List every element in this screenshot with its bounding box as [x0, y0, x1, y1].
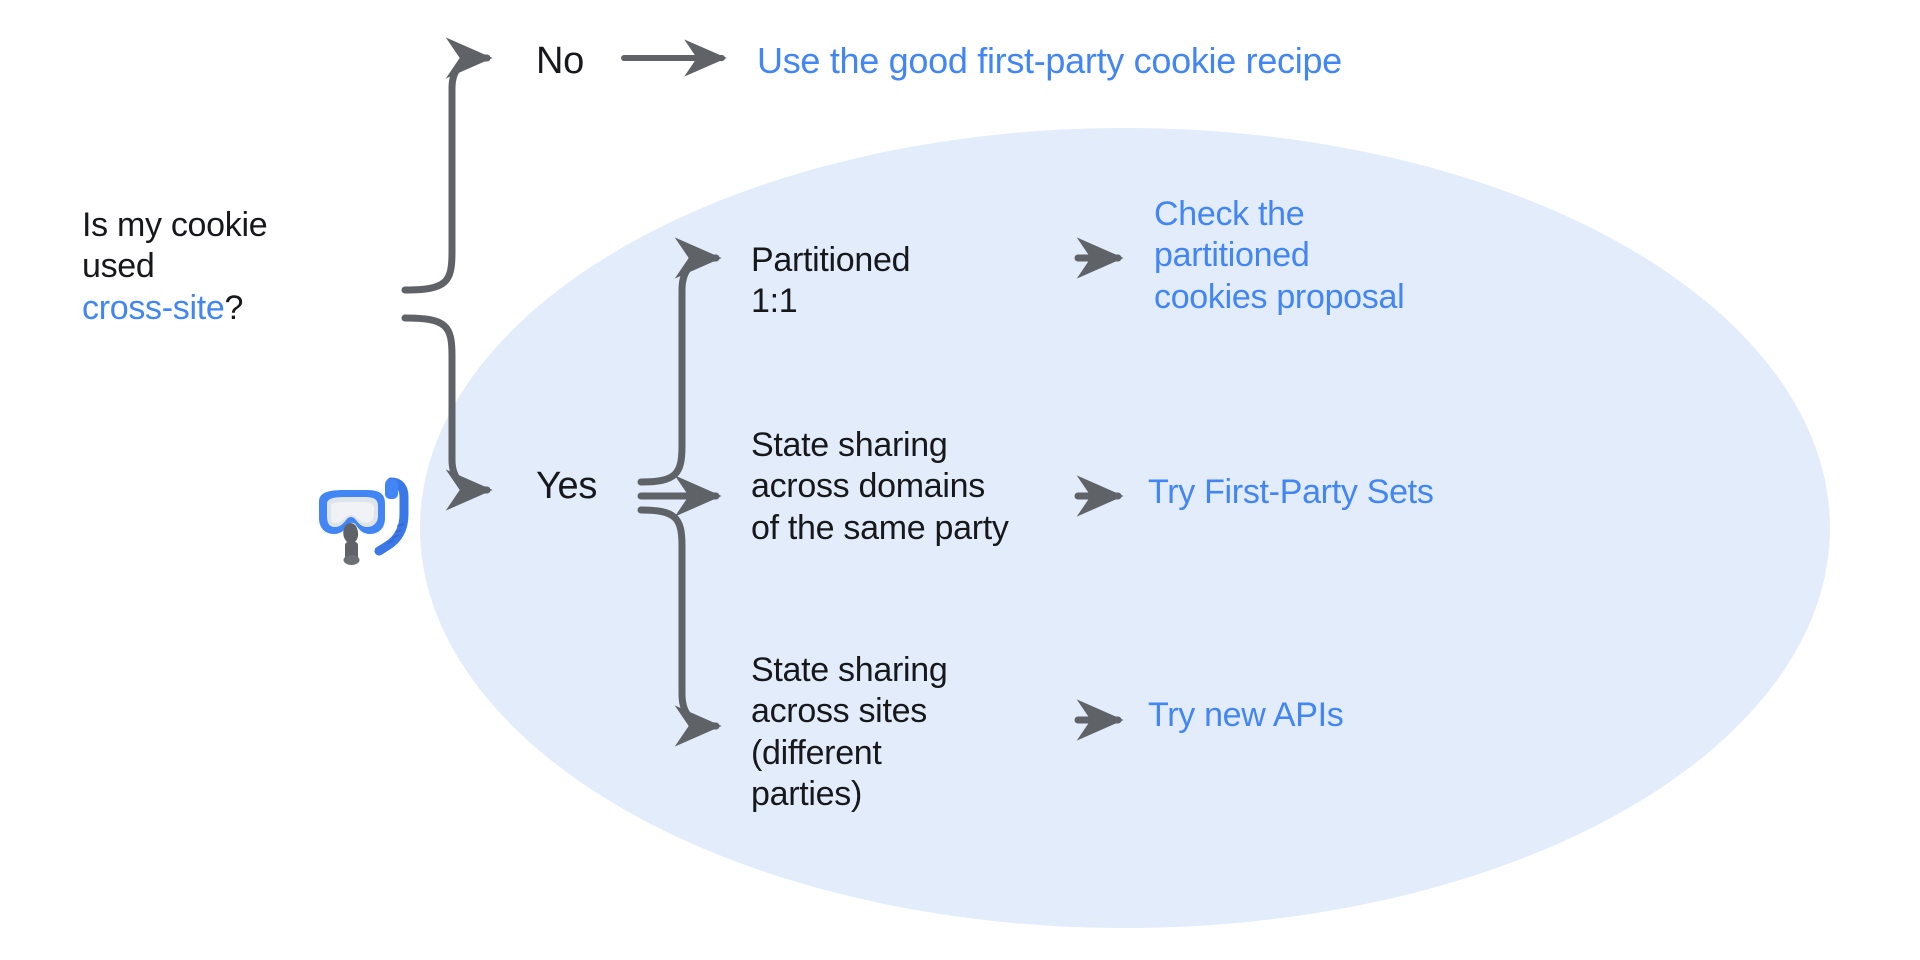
outcome-partitioned[interactable]: Check the partitioned cookies proposal	[1154, 195, 1405, 316]
question-line-1: Is my cookie	[82, 206, 268, 244]
diving-mask-emoji	[305, 466, 415, 576]
branch-label-no: No	[536, 40, 584, 82]
question-suffix: ?	[224, 288, 244, 327]
question-highlight-term[interactable]: cross-site	[82, 288, 225, 327]
highlight-ellipse	[420, 128, 1830, 928]
option-partitioned: Partitioned 1:1	[751, 241, 911, 321]
option-state-sharing-domains: State sharing across domains of the same…	[751, 426, 1009, 547]
outcome-new-apis[interactable]: Try new APIs	[1148, 696, 1344, 734]
outcome-no[interactable]: Use the good first-party cookie recipe	[757, 40, 1342, 81]
question-line-2: used	[82, 247, 155, 286]
option-state-sharing-sites: State sharing across sites (different pa…	[751, 651, 948, 814]
branch-label-yes: Yes	[536, 465, 598, 507]
outcome-first-party-sets[interactable]: Try First-Party Sets	[1148, 473, 1434, 511]
